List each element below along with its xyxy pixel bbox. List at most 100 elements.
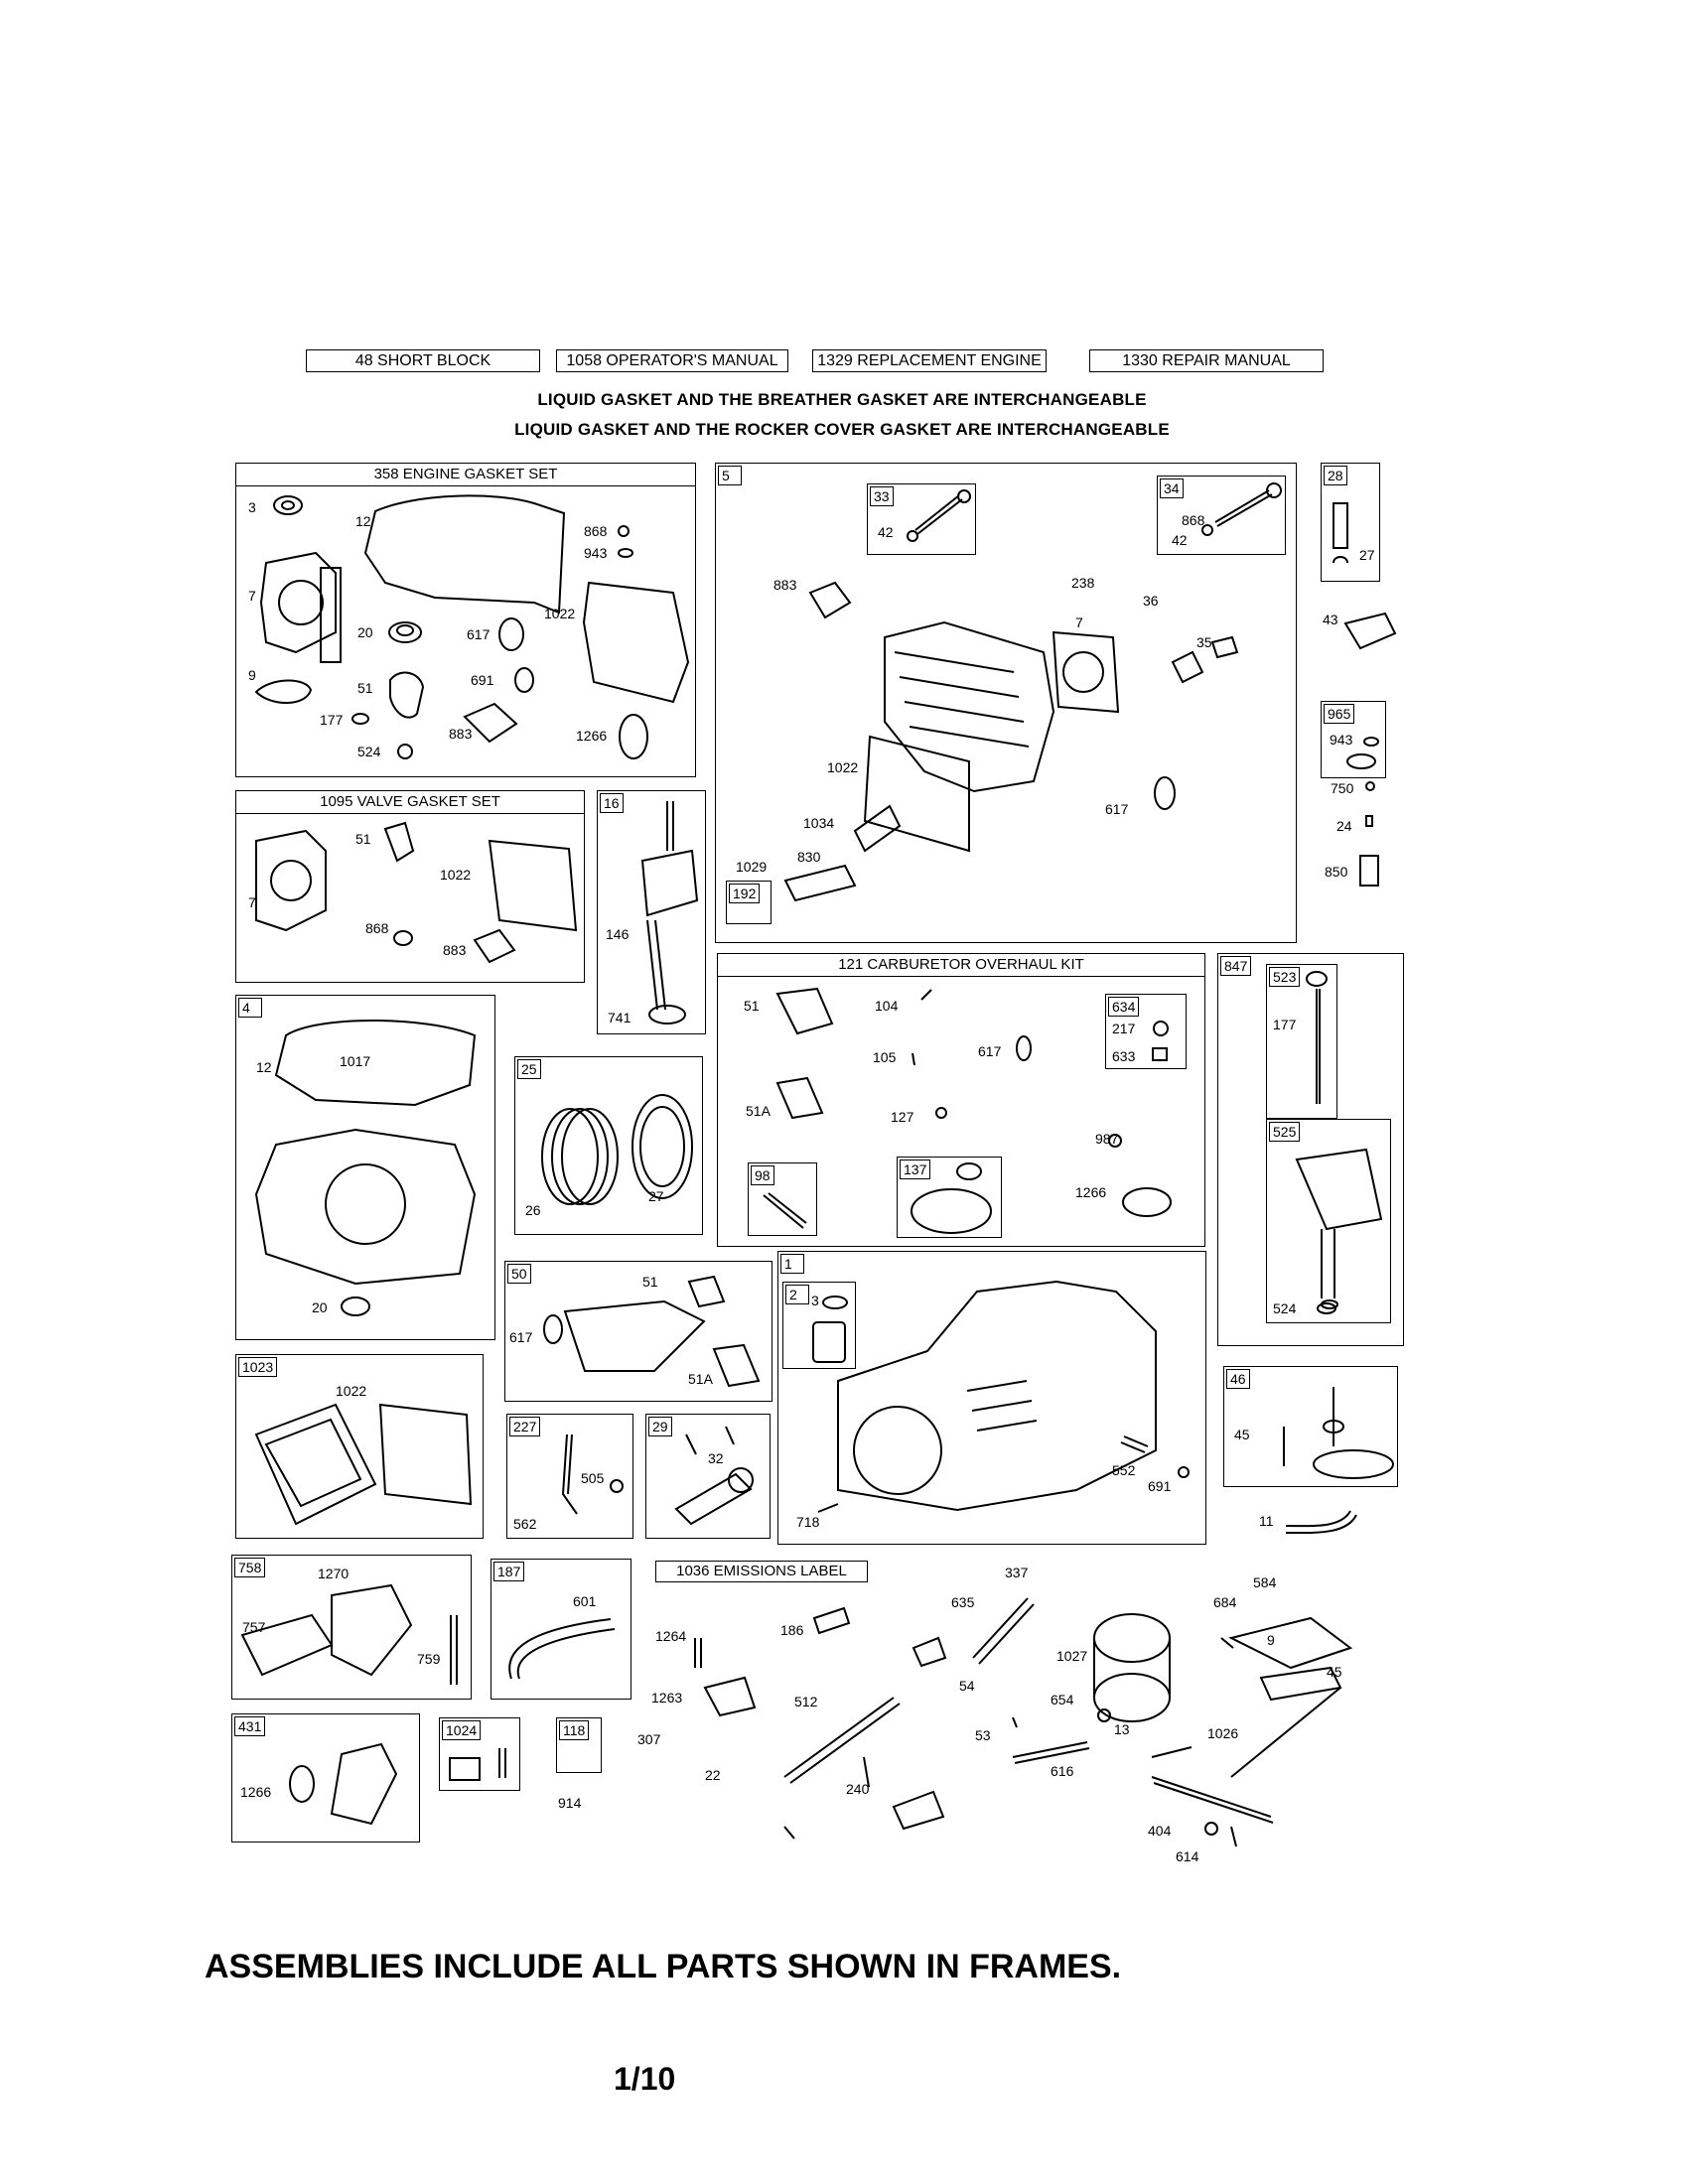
part-label: 830 <box>797 849 821 865</box>
part-label: 51A <box>688 1371 713 1387</box>
frame-tag: 1 <box>780 1254 804 1274</box>
cam-drawing <box>1283 1387 1394 1479</box>
frame-525: 525 524 <box>1266 1119 1391 1323</box>
part-label: 51 <box>357 680 373 696</box>
cylinder-head-drawing <box>783 581 1239 902</box>
part-label: 3 <box>811 1293 819 1308</box>
rod-29-frame: 29 32 <box>645 1414 771 1539</box>
frame-758: 758 1270 757 759 <box>231 1555 472 1700</box>
frame-523-drawing <box>1306 971 1328 1104</box>
valve-33-drawing <box>907 489 971 542</box>
frame-137-drawing <box>911 1162 992 1234</box>
frame-137: 137 <box>897 1157 1002 1238</box>
part-label: 654 <box>1051 1692 1074 1707</box>
part-label: 3 <box>248 499 256 515</box>
part-label: 51 <box>744 998 760 1014</box>
part-label: 552 <box>1112 1462 1136 1478</box>
part-label: 617 <box>467 626 491 642</box>
frame-tag: 28 <box>1324 466 1347 485</box>
frame-431-drawing <box>289 1742 398 1826</box>
frame-title: 358 ENGINE GASKET SET <box>236 464 695 486</box>
part-label: 35 <box>1196 634 1212 650</box>
part-label: 7 <box>248 588 256 604</box>
part-label: 45 <box>1234 1427 1250 1442</box>
frame-758-drawing <box>240 1583 458 1685</box>
part-label: 883 <box>449 726 473 742</box>
frame-192: 192 <box>726 881 772 924</box>
frame-tag: 523 <box>1269 967 1301 987</box>
part-label: 1270 <box>318 1566 350 1581</box>
part-label: 27 <box>648 1188 664 1204</box>
part-label: 20 <box>357 624 373 640</box>
frame-tag: 1023 <box>238 1357 278 1377</box>
frame-tag: 29 <box>648 1417 672 1436</box>
frame-tag: 847 <box>1220 956 1252 976</box>
part-label: 240 <box>846 1781 870 1797</box>
part-label: 9 <box>248 667 256 683</box>
frame-523: 523 177 <box>1266 964 1337 1119</box>
tube-11-drawing <box>1285 1510 1357 1535</box>
part-label: 7 <box>248 894 256 910</box>
frame-tag: 5 <box>718 466 742 485</box>
part-label: 42 <box>1172 532 1188 548</box>
frame-98: 98 <box>748 1162 817 1236</box>
frame-tag: 634 <box>1108 997 1140 1017</box>
part-label: 337 <box>1005 1565 1029 1580</box>
part-label: 217 <box>1112 1021 1136 1036</box>
part-label: 601 <box>573 1593 597 1609</box>
part-label: 617 <box>509 1329 533 1345</box>
frame-187: 187 601 <box>491 1559 632 1700</box>
part-label: 1022 <box>336 1383 367 1399</box>
part-label: 1266 <box>1075 1184 1107 1200</box>
frame-965: 965 943 <box>1321 701 1386 778</box>
part-label: 13 <box>1114 1721 1130 1737</box>
rocker-1023-frame: 1023 1022 <box>235 1354 484 1539</box>
part-label: 868 <box>1182 512 1205 528</box>
part-label: 987 <box>1095 1131 1119 1147</box>
page-number: 1/10 <box>614 2061 676 2097</box>
part-label: 617 <box>978 1043 1002 1059</box>
part-label: 1263 <box>651 1690 683 1706</box>
part-label: 1022 <box>827 759 859 775</box>
part-label: 53 <box>975 1727 991 1743</box>
part-label: 616 <box>1051 1763 1074 1779</box>
part-label: 51 <box>642 1274 658 1290</box>
part-label: 307 <box>637 1731 661 1747</box>
part-label: 238 <box>1071 575 1095 591</box>
part-label: 759 <box>417 1651 441 1667</box>
breather-28-frame: 28 27 <box>1321 463 1380 582</box>
breather-assembly-drawing <box>1343 612 1397 650</box>
sump-4-frame: 4 12 1017 20 <box>235 995 495 1340</box>
carburetor-kit-drawing <box>775 987 1172 1217</box>
part-label: 32 <box>708 1450 724 1466</box>
part-label: 635 <box>951 1594 975 1610</box>
rocker-cover-drawing <box>254 1403 473 1526</box>
frame-tag: 2 <box>785 1285 809 1304</box>
frame-tag: 227 <box>509 1417 541 1436</box>
part-label: 524 <box>1273 1300 1297 1316</box>
frame-634: 634 217 633 <box>1105 994 1187 1069</box>
rod-drawing <box>674 1426 754 1526</box>
frame-title: 121 CARBURETOR OVERHAUL KIT <box>718 954 1204 977</box>
part-label: 1022 <box>544 606 576 621</box>
part-label: 7 <box>1075 614 1083 630</box>
part-label: 684 <box>1213 1594 1237 1610</box>
part-label: 868 <box>584 523 608 539</box>
part-label: 524 <box>357 744 381 759</box>
note-breather-gasket: LIQUID GASKET AND THE BREATHER GASKET AR… <box>537 390 1147 409</box>
valve-gasket-drawing <box>255 821 578 964</box>
loose-parts-drawing <box>1359 781 1379 887</box>
governor-drawing <box>561 1433 624 1515</box>
frame-tag: 33 <box>870 486 894 506</box>
part-label: 177 <box>1273 1017 1297 1032</box>
part-label: 633 <box>1112 1048 1136 1064</box>
piston-25-frame: 25 26 27 <box>514 1056 703 1235</box>
cam-46-frame: 46 45 <box>1223 1366 1398 1487</box>
part-label: 105 <box>873 1049 897 1065</box>
valve-34-drawing <box>1201 482 1282 536</box>
frame-431: 431 1266 <box>231 1713 420 1843</box>
frame-tag: 25 <box>517 1059 541 1079</box>
block-drawing <box>817 1280 1190 1513</box>
part-label: 43 <box>1323 612 1338 627</box>
gasket-drawings <box>254 494 690 759</box>
